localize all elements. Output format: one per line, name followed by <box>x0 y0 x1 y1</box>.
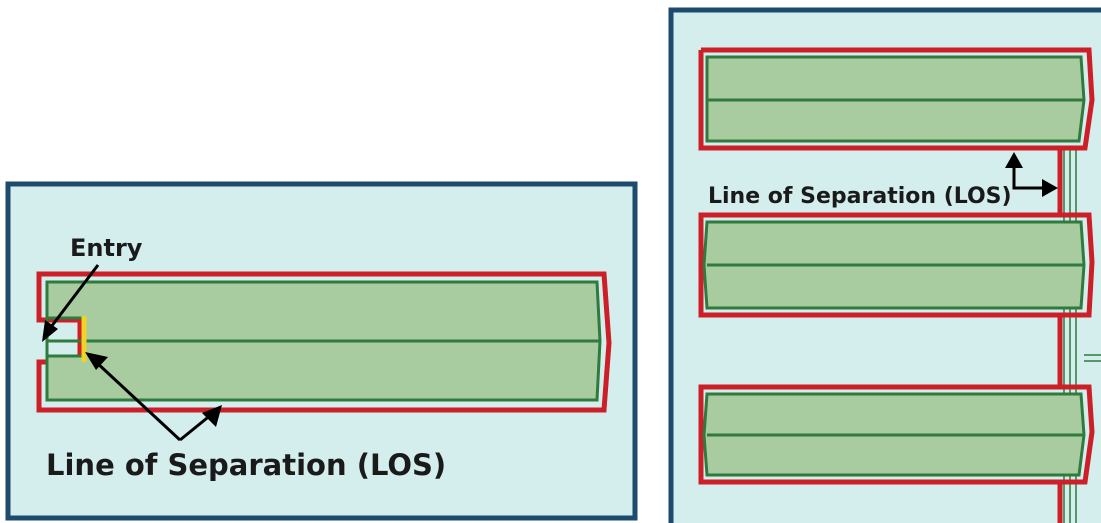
right-panel: Line of Separation (LOS) <box>668 7 1101 523</box>
right-los-arrow-right-head <box>1042 179 1058 197</box>
entry-arrow-shaft <box>49 264 100 328</box>
right-los-row2 <box>698 212 1060 318</box>
left-los-label: Line of Separation (LOS) <box>46 448 446 482</box>
los-arrow-right-head <box>202 405 222 427</box>
right-los-row3 <box>698 384 1060 485</box>
right-los-label: Line of Separation (LOS) <box>708 184 1012 209</box>
left-panel: Entry Line of Separation (LOS) <box>5 181 638 521</box>
los-arrow-left-shaft <box>94 360 182 442</box>
los-arrow-left-head <box>85 352 108 370</box>
right-los-row1-bottom <box>698 50 1060 151</box>
right-los-arrow-up-head <box>1005 152 1023 168</box>
left-los-outline <box>36 271 612 413</box>
los-arrow-right-shaft <box>179 412 213 442</box>
right-los-arrow-shaft <box>1012 164 1046 190</box>
entry-label: Entry <box>70 234 143 262</box>
entry-arrow-head <box>42 320 58 342</box>
